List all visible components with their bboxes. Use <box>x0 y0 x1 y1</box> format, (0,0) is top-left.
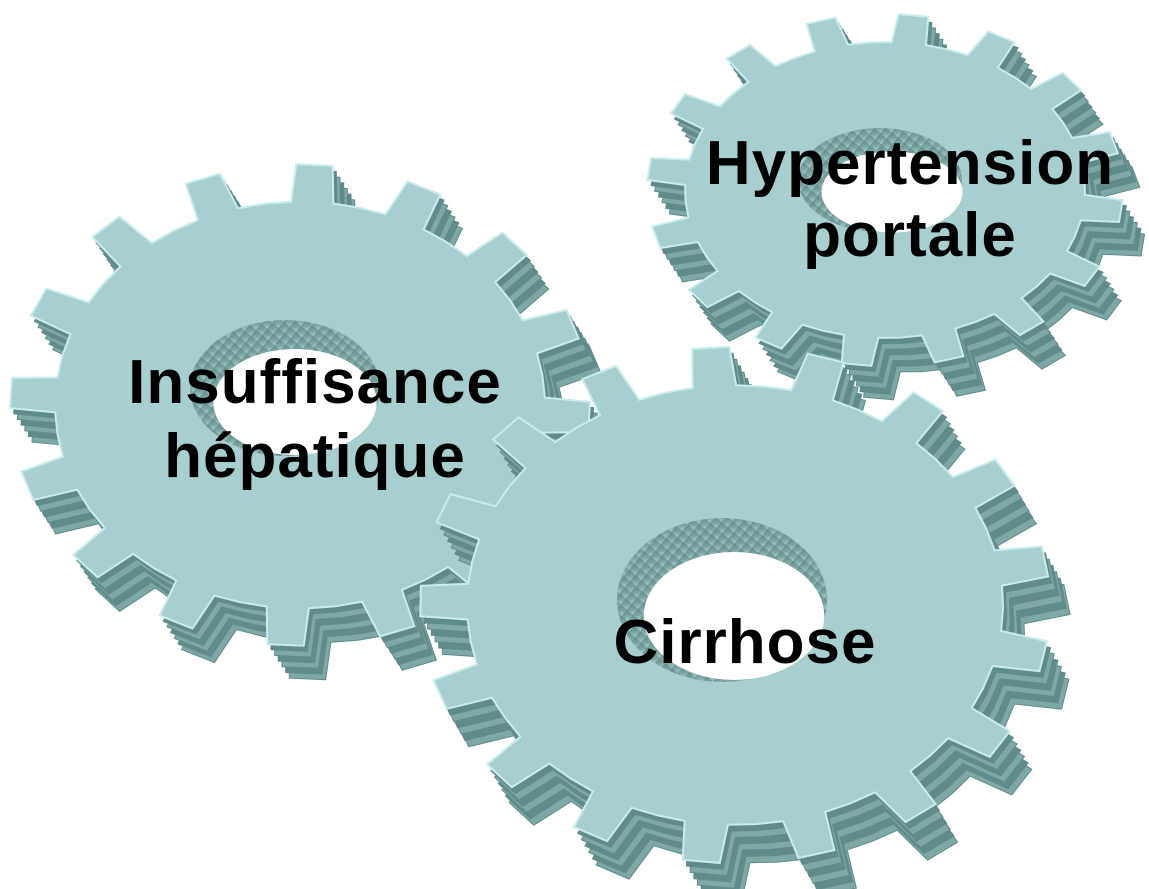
label-insuffisance-line1: Insuffisance <box>95 352 535 414</box>
label-hypertension-portale: Hypertension portale <box>680 133 1140 267</box>
label-hypertension-line2: portale <box>680 205 1140 267</box>
label-hypertension-line1: Hypertension <box>680 133 1140 195</box>
label-cirrhose: Cirrhose <box>560 612 930 674</box>
label-insuffisance-hepatique: Insuffisance hépatique <box>95 352 535 488</box>
label-cirrhose-line1: Cirrhose <box>560 612 930 674</box>
label-insuffisance-line2: hépatique <box>95 426 535 488</box>
